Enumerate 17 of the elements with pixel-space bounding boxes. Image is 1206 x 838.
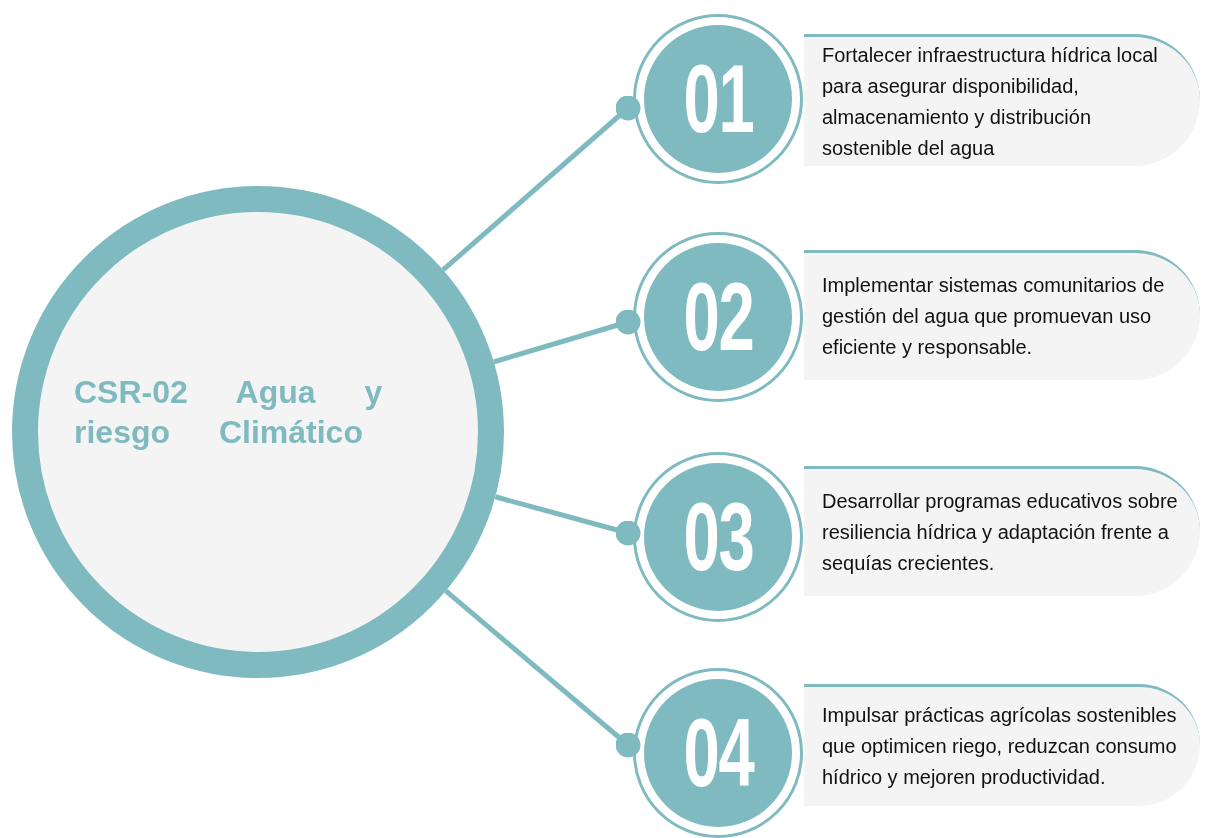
description-text: Desarrollar programas educativos sobre resiliencia hídrica y adaptación frente a sequías crecientes. bbox=[821, 489, 1179, 576]
connector-line bbox=[444, 588, 641, 758]
step-number: 02 bbox=[683, 269, 753, 365]
connector-line bbox=[494, 494, 641, 546]
text-card bbox=[804, 466, 1200, 596]
description-text: Impulsar prácticas agrícolas sostenibles que optimicen riego, reduzcan consumo hídrico y mejoren productividad. bbox=[821, 703, 1178, 790]
text-card bbox=[804, 34, 1200, 166]
text-card bbox=[804, 684, 1200, 806]
step-number: 03 bbox=[683, 489, 753, 585]
step-number: 01 bbox=[683, 51, 753, 147]
text-card bbox=[804, 250, 1200, 380]
connector-line bbox=[441, 95, 641, 272]
connector-line bbox=[493, 309, 641, 365]
description-text: Implementar sistemas comunitarios de gestión del agua que promuevan uso eficiente y responsable. bbox=[821, 273, 1166, 360]
step-number: 04 bbox=[683, 705, 753, 801]
description-text: Fortalecer infraestructura hídrica local para asegurar disponibilidad, almacenamiento y distribución sostenible del agua bbox=[821, 42, 1159, 161]
main-title: CSR-02 Agua y riesgo Climático bbox=[74, 373, 384, 452]
